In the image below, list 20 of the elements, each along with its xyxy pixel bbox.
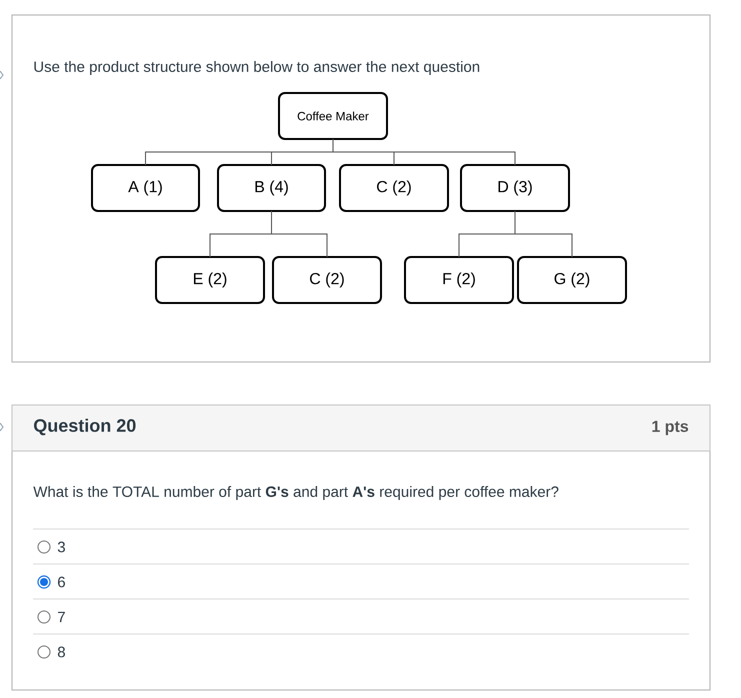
part-box: F (2) bbox=[404, 256, 514, 304]
part-box: B (4) bbox=[217, 164, 326, 212]
connector-line bbox=[332, 138, 516, 166]
part-box: C (2) bbox=[272, 256, 382, 304]
part-box: D (3) bbox=[460, 164, 570, 212]
question-title: Question 20 bbox=[34, 418, 136, 436]
points-label: 1 pts bbox=[652, 420, 688, 436]
answer-text: 7 bbox=[58, 612, 65, 622]
connector-line bbox=[514, 210, 572, 258]
instruction-text: Use the product structure shown below to answer the next question bbox=[34, 61, 480, 75]
part-box: E (2) bbox=[155, 256, 265, 304]
answer-text: 6 bbox=[58, 576, 65, 588]
part-box: G (2) bbox=[517, 256, 627, 304]
question-text: What is the TOTAL number of part G's and part A's required per coffee maker? bbox=[33, 486, 558, 500]
answer-text: 8 bbox=[58, 646, 65, 658]
part-box: A (1) bbox=[91, 164, 200, 212]
connector-line bbox=[271, 210, 328, 258]
answer-text: 3 bbox=[58, 542, 65, 552]
part-box: Coffee Maker bbox=[278, 92, 388, 140]
part-box: C (2) bbox=[339, 164, 449, 212]
